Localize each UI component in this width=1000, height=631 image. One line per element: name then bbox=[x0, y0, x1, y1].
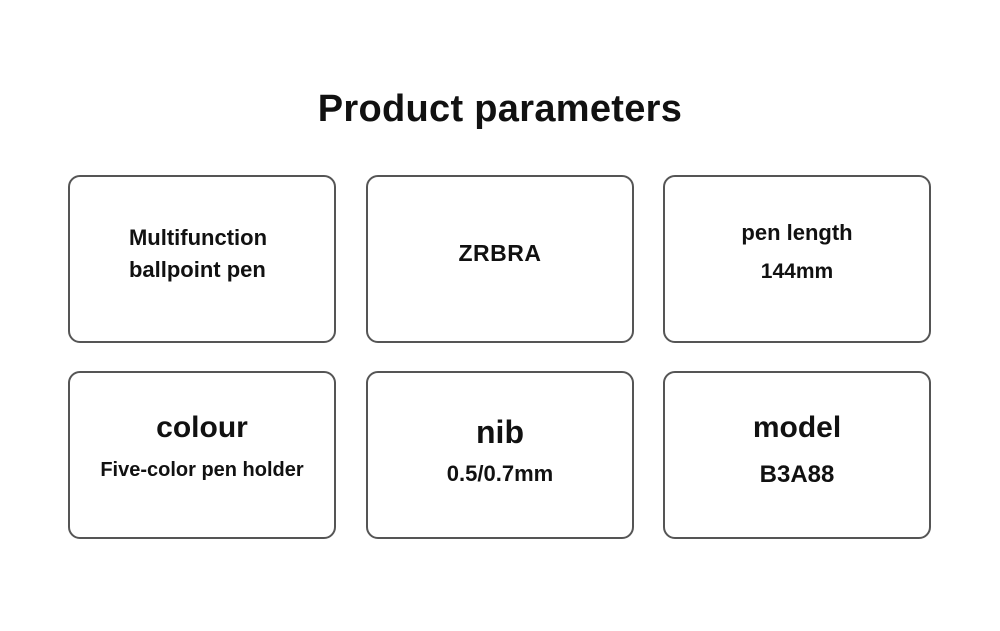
colour-card: colour Five-color pen holder bbox=[68, 371, 336, 539]
nib-value: 0.5/0.7mm bbox=[446, 460, 554, 486]
product-type-text: Multifunction ballpoint pen bbox=[129, 222, 267, 286]
model-label: model bbox=[752, 411, 842, 444]
nib-card: nib 0.5/0.7mm bbox=[366, 371, 634, 539]
model-card: model B3A88 bbox=[663, 371, 931, 539]
product-type-card: Multifunction ballpoint pen bbox=[68, 175, 336, 343]
brand-card: ZRBRA bbox=[366, 175, 634, 343]
brand-name: ZRBRA bbox=[458, 239, 542, 266]
pen-length-card: pen length 144mm bbox=[663, 175, 931, 343]
product-type-line-1: Multifunction bbox=[128, 225, 268, 250]
colour-label: colour bbox=[156, 410, 248, 444]
product-type-line-2: ballpoint pen bbox=[128, 257, 266, 282]
model-value: B3A88 bbox=[759, 461, 835, 488]
nib-label: nib bbox=[476, 413, 524, 450]
pen-length-label: pen length bbox=[741, 220, 853, 245]
page-title: Product parameters bbox=[317, 88, 683, 131]
pen-length-value: 144mm bbox=[760, 260, 834, 283]
colour-value: Five-color pen holder bbox=[100, 458, 304, 481]
